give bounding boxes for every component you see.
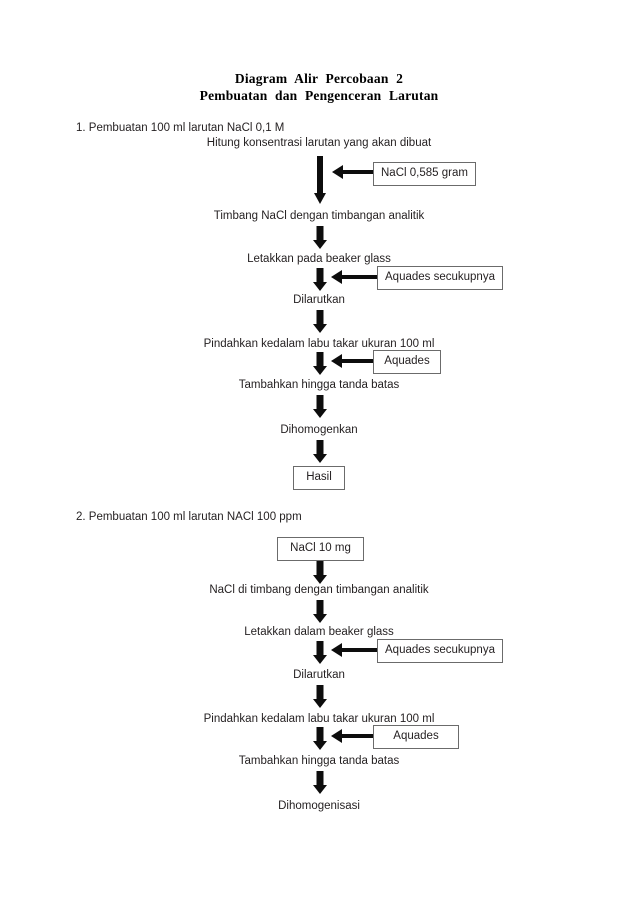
step-letakkan-dalam-beaker-glass: Letakkan dalam beaker glass <box>244 626 394 638</box>
step-dilarutkan-1: Dilarutkan <box>293 294 345 306</box>
step-timbang-nacl: Timbang NaCl dengan timbangan analitik <box>213 210 425 222</box>
arrow-down-7 <box>313 440 327 463</box>
input-box-nacl-0585-gram: NaCl 0,585 gram <box>373 162 476 186</box>
arrow-left-aquades-2 <box>331 729 373 743</box>
arrow-left-aquades-secukupnya-1 <box>331 270 377 284</box>
step-pindahkan-labu-takar-2: Pindahkan kedalam labu takar ukuran 100 … <box>203 713 435 725</box>
step-dihomogenisasi: Dihomogenisasi <box>278 800 360 812</box>
input-box-aquades-secukupnya-1: Aquades secukupnya <box>377 266 503 290</box>
step-tambahkan-tanda-batas-2: Tambahkan hingga tanda batas <box>238 755 400 767</box>
arrow-left-aquades-secukupnya-2 <box>331 643 377 657</box>
arrow-down-6 <box>313 395 327 418</box>
section-2-heading: 2. Pembuatan 100 ml larutan NACl 100 ppm <box>76 511 302 523</box>
arrow-down-13 <box>313 771 327 794</box>
step-dilarutkan-2: Dilarutkan <box>293 669 345 681</box>
step-tambahkan-tanda-batas-1: Tambahkan hingga tanda batas <box>238 379 400 391</box>
arrow-left-nacl-0585 <box>332 165 374 179</box>
result-box-hasil: Hasil <box>293 466 345 490</box>
section-1-heading: 1. Pembuatan 100 ml larutan NaCl 0,1 M <box>76 122 285 134</box>
arrow-down-12 <box>313 727 327 750</box>
arrow-down-9 <box>313 600 327 623</box>
arrow-down-4 <box>313 310 327 333</box>
input-box-aquades-2: Aquades <box>373 725 459 749</box>
input-box-aquades-1: Aquades <box>373 350 441 374</box>
input-box-aquades-secukupnya-2: Aquades secukupnya <box>377 639 503 663</box>
arrow-left-aquades-1 <box>331 354 373 368</box>
arrow-down-10 <box>313 641 327 664</box>
document-title: Diagram Alir Percobaan 2 Pembuatan dan P… <box>0 70 638 104</box>
step-hitung-konsentrasi: Hitung konsentrasi larutan yang akan dib… <box>206 137 432 149</box>
arrow-down-2 <box>313 226 327 249</box>
arrow-down-3 <box>313 268 327 291</box>
arrow-down-5 <box>313 352 327 375</box>
arrow-down-11 <box>313 685 327 708</box>
step-dihomogenkan: Dihomogenkan <box>280 424 358 436</box>
start-box-nacl-10-mg: NaCl 10 mg <box>277 537 364 561</box>
step-nacl-ditimbang: NaCl di timbang dengan timbangan analiti… <box>209 584 429 596</box>
step-pindahkan-labu-takar-1: Pindahkan kedalam labu takar ukuran 100 … <box>203 338 435 350</box>
step-letakkan-beaker-glass: Letakkan pada beaker glass <box>247 253 391 265</box>
title-line-1: Diagram Alir Percobaan 2 <box>234 71 404 86</box>
arrow-down-8 <box>313 561 327 584</box>
arrow-down-1 <box>313 156 327 204</box>
title-line-2: Pembuatan dan Pengenceran Larutan <box>199 88 439 103</box>
